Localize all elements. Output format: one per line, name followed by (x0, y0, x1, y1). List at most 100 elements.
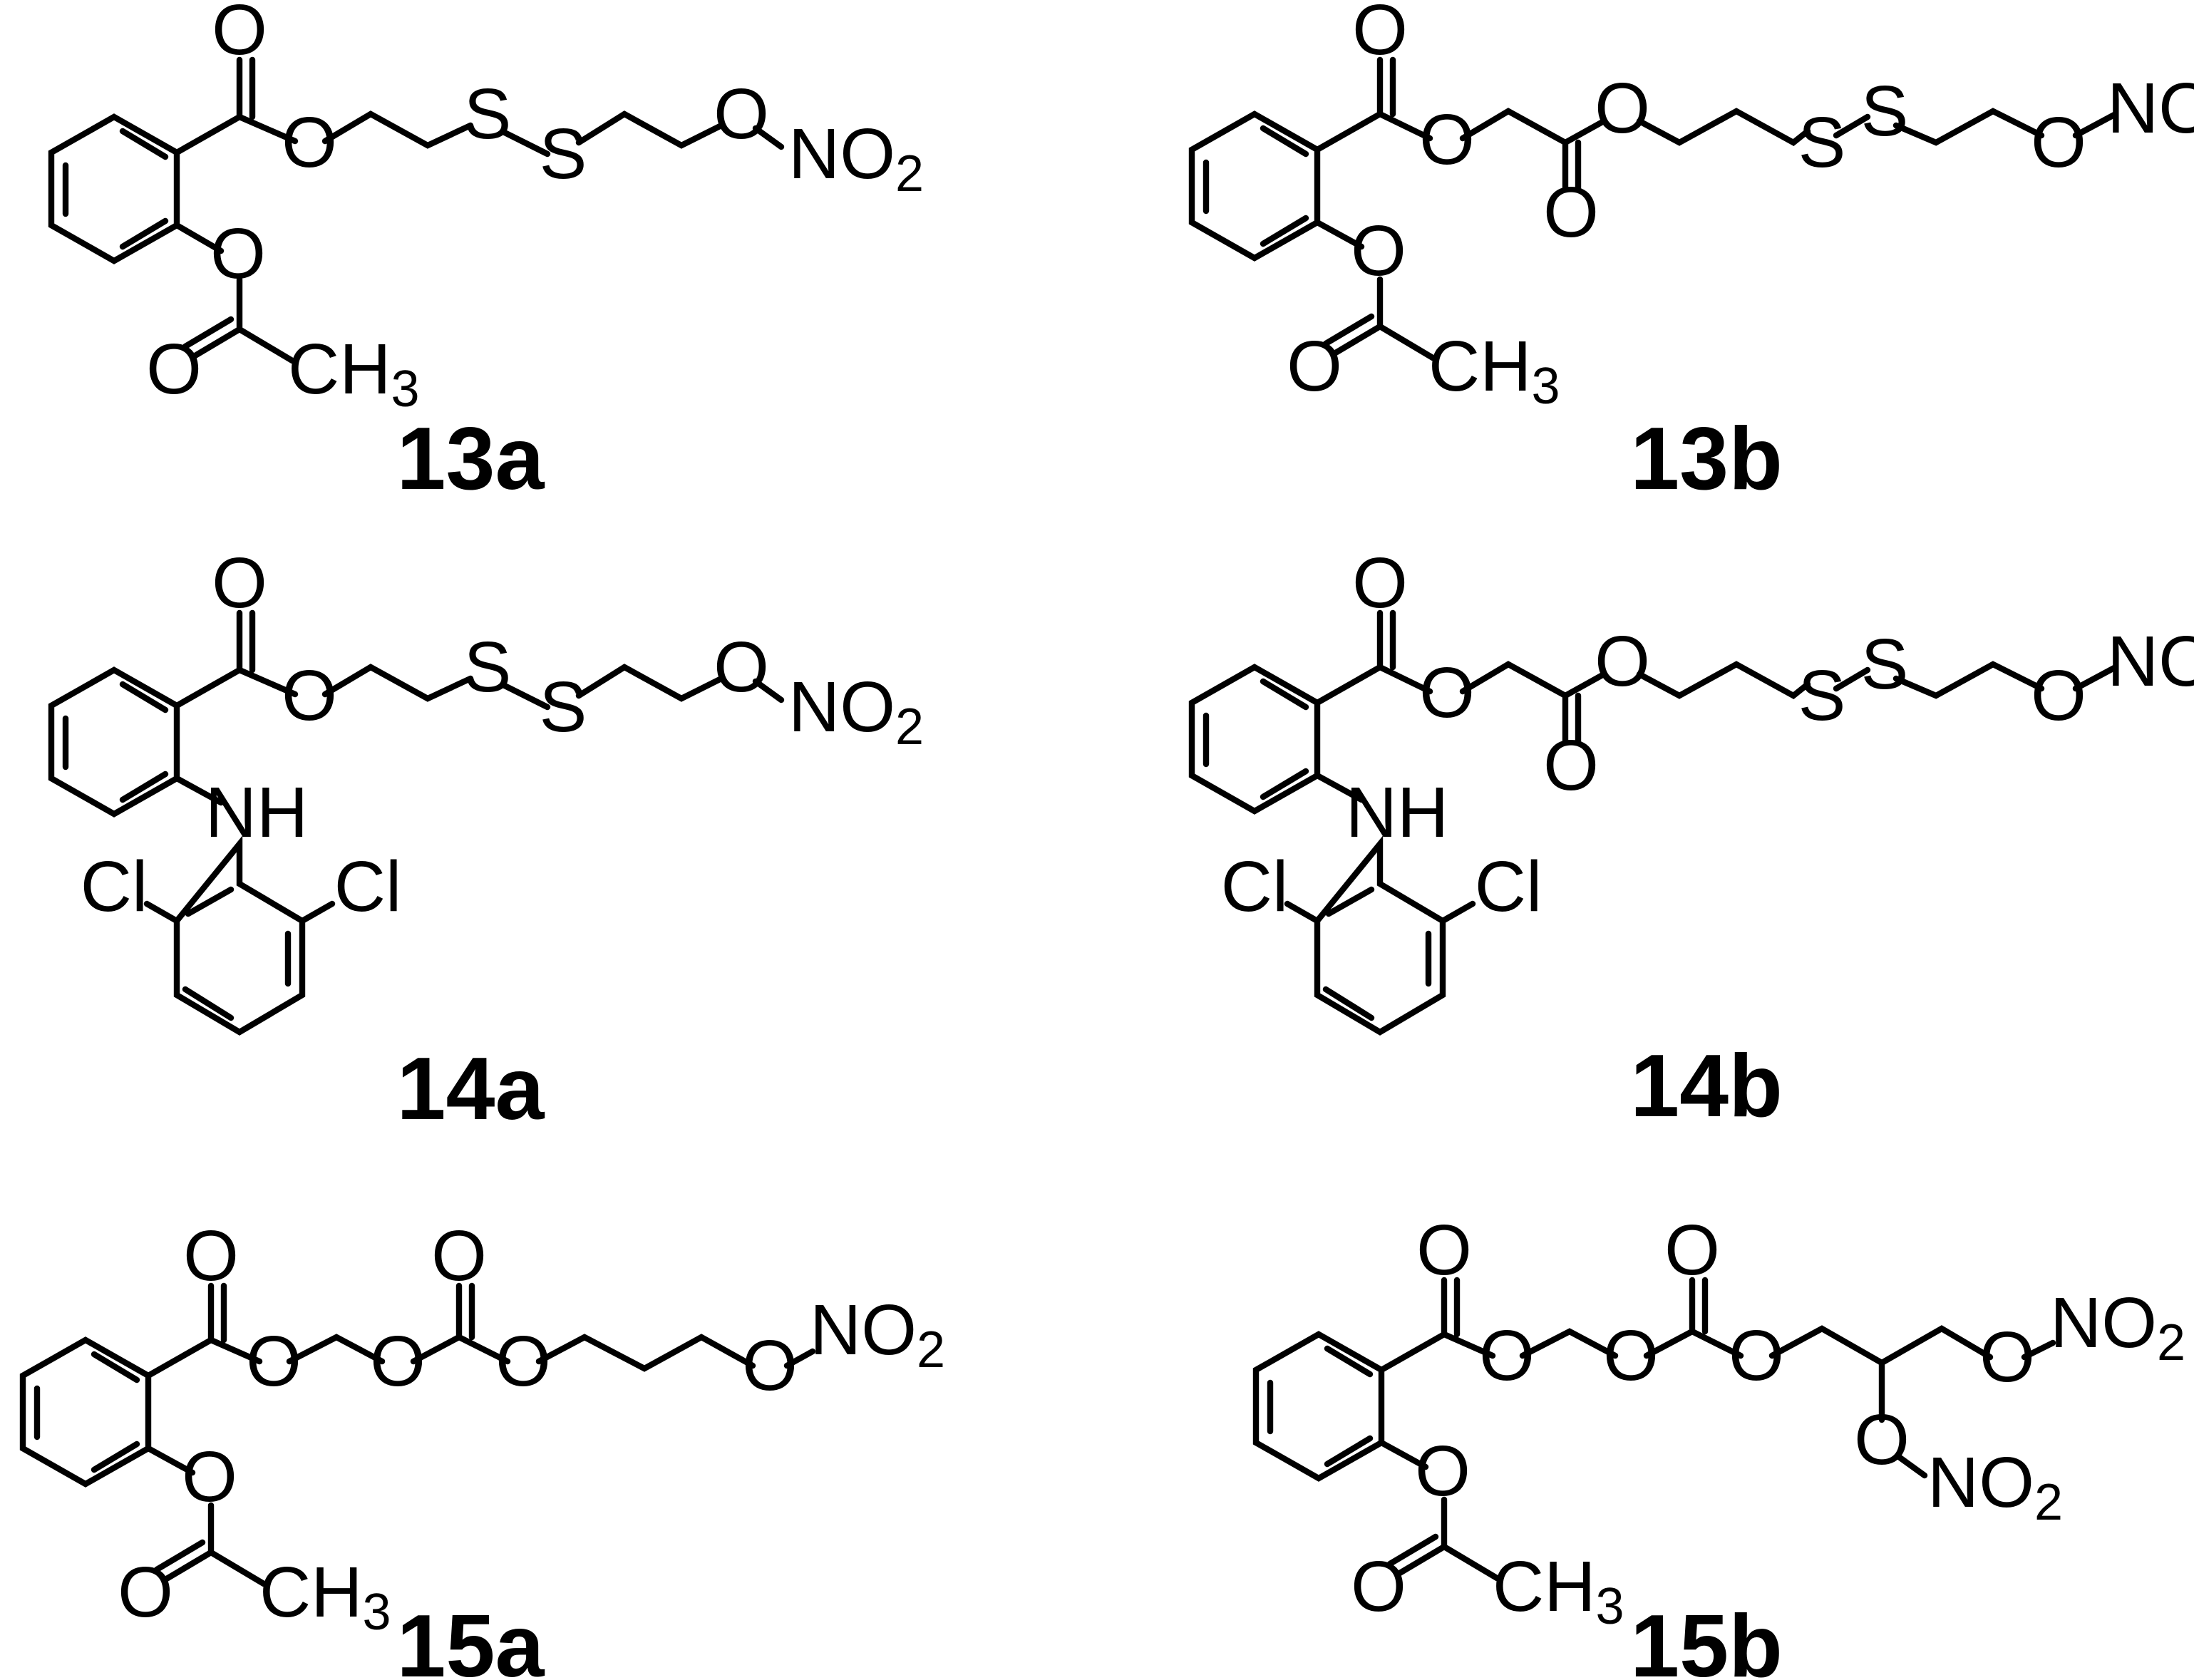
ester-oxygen: O (1419, 100, 1475, 180)
ester-oxygen: O (495, 1321, 551, 1401)
ester-oxygen: O (282, 103, 337, 182)
nitro-group: NO2 (2050, 1283, 2185, 1371)
nitro-group: NO2 (788, 114, 924, 202)
acetoxy-oxygen: O (1415, 1431, 1471, 1511)
ester-oxygen: O (1603, 1316, 1659, 1396)
compound-label-13a: 13a (397, 410, 545, 508)
bonds-13a (48, 56, 785, 364)
nitro-text: NO (810, 1290, 917, 1370)
structure-13b: O O O O S S O NO2 O O CH3 13b (1188, 0, 2194, 508)
compound-label-15a: 15a (397, 1597, 545, 1680)
subscript: 2 (2157, 1314, 2185, 1371)
carbonyl-oxygen: O (431, 1216, 487, 1296)
acetyl-oxygen: O (1351, 1547, 1406, 1627)
subscript: 3 (1595, 1578, 1624, 1635)
bonds-14a (48, 609, 785, 1036)
nitrate-oxygen: O (2031, 103, 2086, 182)
nitro-text: NO (2107, 68, 2194, 148)
sulfur-atom: S (1798, 656, 1846, 736)
nitro-group: NO2 (788, 667, 924, 756)
carbonyl-oxygen: O (212, 543, 267, 623)
subscript: 2 (895, 699, 924, 756)
methyl-text: CH (288, 329, 391, 409)
structure-15b: O O O O O O NO2 O NO2 O O CH3 15b (1252, 1210, 2185, 1680)
ester-oxygen: O (1479, 1316, 1535, 1396)
nitrate-oxygen: O (714, 627, 769, 707)
ester-oxygen: O (246, 1321, 302, 1401)
chlorine-atom: Cl (81, 847, 148, 927)
bonds-14b (1188, 609, 2119, 1036)
nitro-group: NO2 (2107, 622, 2194, 710)
methyl-group: CH3 (259, 1552, 391, 1641)
compound-label-14b: 14b (1630, 1037, 1783, 1135)
nitro-text: NO (2050, 1283, 2157, 1363)
carbonyl-oxygen: O (1664, 1210, 1720, 1290)
sulfur-atom: S (540, 114, 587, 194)
structure-14b: O O O O S S O NO2 NH Cl Cl 14b (1188, 543, 2194, 1135)
bonds-13b (1188, 56, 2119, 361)
structure-14a: O O S S O NO2 NH Cl Cl 14a (48, 543, 924, 1138)
bonds-15a (19, 1282, 816, 1587)
acetoxy-oxygen: O (210, 214, 266, 294)
ester-oxygen: O (1595, 68, 1650, 148)
nitro-text: NO (2107, 622, 2194, 701)
acetoxy-oxygen: O (1351, 211, 1406, 291)
carbonyl-oxygen: O (1543, 726, 1599, 805)
nitro-group: NO2 (1927, 1443, 2063, 1531)
nitrate-oxygen: O (1854, 1400, 1910, 1480)
nitrate-oxygen: O (2031, 656, 2086, 736)
compound-label-13b: 13b (1630, 410, 1783, 508)
ester-oxygen: O (1595, 622, 1650, 701)
nitro-group: NO2 (2107, 68, 2194, 157)
ester-oxygen: O (370, 1321, 426, 1401)
bonds-15b (1252, 1277, 2056, 1582)
acetoxy-oxygen: O (182, 1437, 237, 1517)
subscript: 2 (2034, 1474, 2063, 1531)
compound-label-15b: 15b (1630, 1597, 1783, 1680)
compound-label-14a: 14a (397, 1040, 545, 1138)
sulfur-atom: S (1861, 624, 1909, 704)
ester-oxygen: O (1729, 1316, 1784, 1396)
nitrate-oxygen: O (1979, 1317, 2035, 1397)
acetyl-oxygen: O (146, 329, 202, 409)
methyl-text: CH (1493, 1547, 1595, 1627)
carbonyl-oxygen: O (1352, 0, 1408, 70)
subscript: 3 (362, 1584, 391, 1641)
sulfur-atom: S (464, 627, 512, 707)
structure-15a: O O O O O O NO2 O O CH3 15a (19, 1216, 945, 1680)
methyl-group: CH3 (288, 329, 419, 418)
subscript: 3 (1531, 358, 1560, 415)
sulfur-atom: S (540, 667, 587, 747)
nitrate-oxygen: O (742, 1326, 798, 1406)
subscript: 3 (391, 361, 419, 418)
carbonyl-oxygen: O (1416, 1210, 1472, 1290)
carbonyl-oxygen: O (1543, 172, 1599, 252)
subscript: 2 (895, 145, 924, 202)
methyl-group: CH3 (1493, 1547, 1624, 1635)
acetyl-oxygen: O (1287, 326, 1342, 406)
methyl-group: CH3 (1428, 326, 1560, 415)
carbonyl-oxygen: O (212, 0, 267, 70)
chlorine-atom: Cl (334, 847, 401, 927)
methyl-text: CH (259, 1552, 362, 1632)
amine-nh: NH (1346, 773, 1448, 852)
amine-nh: NH (205, 773, 308, 852)
nitrate-oxygen: O (714, 74, 769, 154)
ester-oxygen: O (1419, 653, 1475, 733)
nitro-text: NO (1927, 1443, 2034, 1522)
chlorine-atom: Cl (1221, 847, 1288, 927)
chlorine-atom: Cl (1475, 847, 1542, 927)
sulfur-atom: S (464, 74, 512, 154)
nitro-group: NO2 (810, 1290, 945, 1378)
methyl-text: CH (1428, 326, 1531, 406)
sulfur-atom: S (1798, 103, 1846, 182)
carbonyl-oxygen: O (183, 1216, 239, 1296)
sulfur-atom: S (1861, 71, 1909, 151)
nitro-text: NO (788, 114, 895, 194)
acetyl-oxygen: O (118, 1552, 173, 1632)
ester-oxygen: O (282, 656, 337, 736)
structure-13a: O O S S O NO2 O O CH3 13a (48, 0, 924, 508)
carbonyl-oxygen: O (1352, 543, 1408, 623)
nitro-text: NO (788, 667, 895, 747)
